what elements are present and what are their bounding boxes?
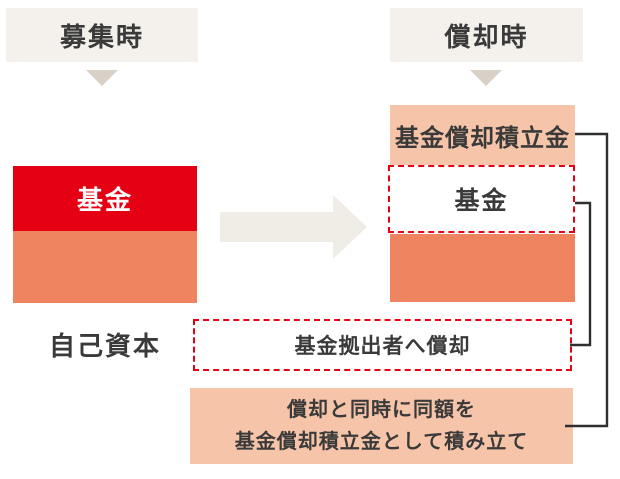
- offering-fund-block: 基金: [13, 166, 197, 231]
- offering-equity-block: [13, 231, 197, 303]
- offering-phase-header: 募集時: [6, 8, 198, 62]
- offering-down-triangle-icon: [86, 70, 118, 86]
- reserve-note-line2: 基金償却積立金として積み立て: [234, 431, 529, 453]
- fund-redemption-reserve-block: 基金償却積立金: [390, 105, 575, 165]
- flow-arrow-shape: [220, 195, 367, 259]
- redemption-equity-block: [390, 234, 575, 302]
- redemption-to-contributors-label: 基金拠出者へ償却: [294, 335, 471, 358]
- redemption-phase-title: 償却時: [444, 21, 529, 52]
- reserve-note-box: 償却と同時に同額を 基金償却積立金として積み立て: [190, 388, 573, 464]
- redemption-to-contributors-box: 基金拠出者へ償却: [193, 319, 572, 371]
- offering-phase-title: 募集時: [59, 21, 144, 52]
- equity-capital-label: 自己資本: [48, 331, 161, 361]
- fund-redemption-reserve-label: 基金償却積立金: [395, 124, 570, 152]
- offering-fund-label: 基金: [76, 185, 133, 215]
- redemption-fund-dashed-box: 基金: [388, 165, 575, 233]
- flow-arrow-icon: [220, 195, 367, 259]
- redemption-fund-label: 基金: [454, 187, 509, 215]
- redemption-down-triangle-icon: [470, 70, 502, 86]
- redemption-phase-header: 償却時: [390, 8, 583, 62]
- reserve-note-line1: 償却と同時に同額を: [287, 399, 476, 421]
